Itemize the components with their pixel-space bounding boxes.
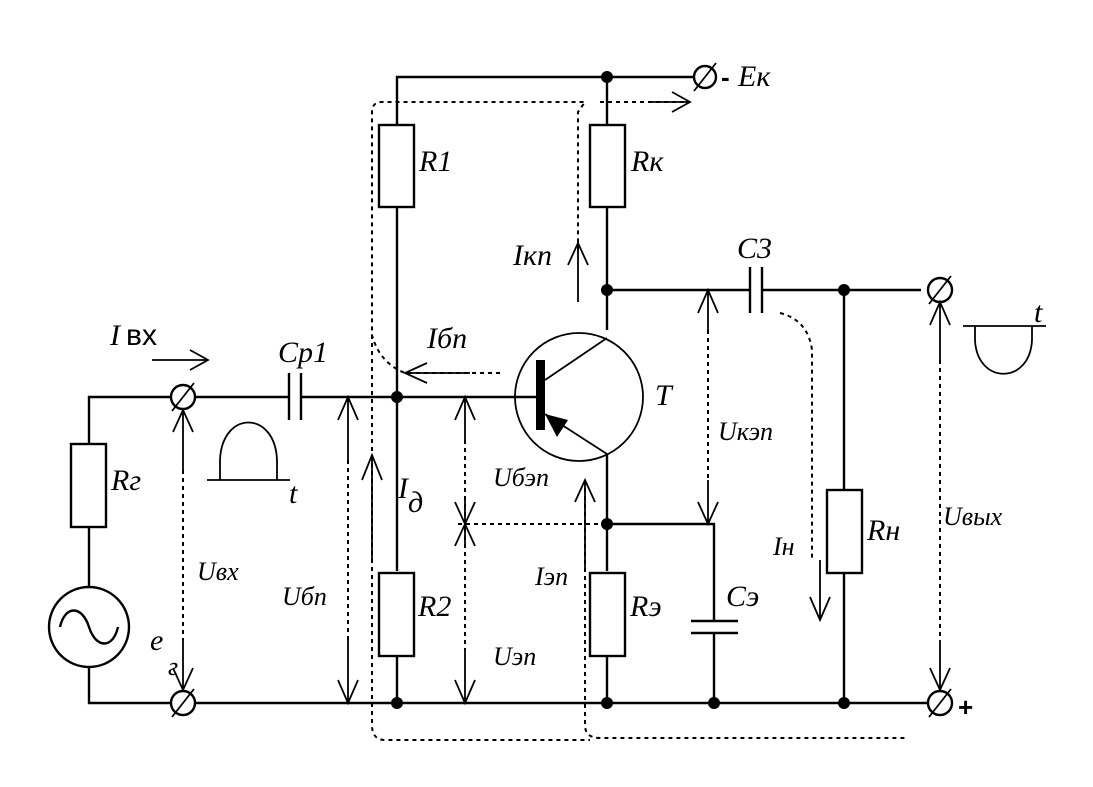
- terminal-supply[interactable]: [692, 62, 718, 92]
- sine-icon: [58, 609, 120, 645]
- label-i-in-sub: вх: [126, 319, 157, 352]
- arrow-supply: [650, 91, 692, 113]
- label-r1: R1: [418, 145, 452, 178]
- label-ce: Cэ: [726, 580, 759, 613]
- label-i-n: Iн: [772, 532, 795, 561]
- label-supply: Eк: [737, 60, 771, 93]
- resistor-r2: [377, 571, 416, 658]
- wires: [87, 75, 927, 705]
- arrow-u-bp: [337, 640, 359, 706]
- label-u-bp: Uбп: [282, 582, 327, 611]
- loop-emitter-bottom: [584, 480, 905, 739]
- emitter-arrow-icon: [545, 414, 568, 437]
- arrow-i-d: [361, 452, 383, 560]
- label-u-bep: Uбэп: [493, 463, 549, 492]
- label-u-in: Uвх: [197, 557, 239, 586]
- input-wire: [87, 395, 540, 444]
- dotted-paths: [182, 101, 941, 741]
- label-i-ep: Iэп: [534, 562, 568, 591]
- resistor-rg: [69, 442, 108, 529]
- arrow-i-in: [152, 349, 210, 371]
- label-i-d-main: I: [397, 472, 410, 505]
- label-i-d-sub: д: [408, 486, 423, 519]
- loop-base-collector: [371, 101, 587, 374]
- label-rg: Rг: [110, 464, 141, 497]
- capacitor-ce: [691, 619, 738, 635]
- resistor-rn: [825, 488, 864, 575]
- resistor-r1: [377, 123, 416, 209]
- loop-load: [779, 312, 813, 560]
- label-c3: C3: [737, 232, 772, 265]
- label-transistor: T: [655, 379, 674, 412]
- capacitor-cp1: [287, 373, 303, 420]
- label-re: Rэ: [629, 590, 662, 623]
- arrow-i-kp: [567, 240, 589, 302]
- supply-rail: [395, 75, 694, 125]
- supply-sign: -: [721, 62, 730, 92]
- terminal-output-bottom[interactable]: [926, 688, 954, 718]
- label-i-bp: Iбп: [426, 322, 467, 355]
- label-u-out: Uвых: [943, 502, 1003, 531]
- arrow-i-n: [809, 560, 831, 623]
- arrow-i-bp: [402, 362, 470, 384]
- arrow-u-in: [172, 640, 194, 693]
- resistor-rk: [588, 123, 627, 209]
- label-rk: Rк: [630, 145, 664, 178]
- arrow-u-kep: [697, 480, 719, 527]
- label-u-kep: Uкэп: [718, 417, 773, 446]
- resistor-re: [588, 571, 627, 658]
- bypass-wire: [607, 522, 716, 703]
- arrow-u-ep: [454, 650, 476, 706]
- loop-left-bottom: [371, 335, 590, 741]
- output-waveform: [963, 325, 1046, 375]
- label-source-e: e: [150, 624, 163, 657]
- capacitor-c3: [748, 267, 764, 313]
- transistor-t: [514, 332, 644, 462]
- input-waveform: [207, 421, 290, 481]
- junctions: [391, 71, 850, 709]
- source-wire: [87, 527, 170, 705]
- terminal-input-bottom[interactable]: [169, 688, 197, 718]
- terminal-input-top[interactable]: [169, 382, 197, 412]
- collector-lead: [544, 337, 608, 381]
- label-cp1: Cp1: [278, 336, 328, 369]
- ground-sign: +: [958, 692, 973, 722]
- base-bar: [536, 360, 545, 430]
- arrow-i-ep: [574, 477, 596, 570]
- label-i-kp: Iкп: [512, 239, 552, 272]
- label-r2: R2: [417, 590, 451, 623]
- arrow-u-out: [929, 640, 951, 693]
- label-source-sub: г: [168, 652, 178, 681]
- arrow-u-bep: [454, 500, 476, 527]
- label-input-waveform-t: t: [289, 477, 298, 510]
- label-u-ep: Uэп: [493, 642, 536, 671]
- ac-source: [47, 585, 131, 669]
- label-rn: Rн: [866, 514, 900, 547]
- arrows: [152, 91, 951, 706]
- label-i-in-main: I: [109, 319, 122, 352]
- label-output-waveform-t: t: [1034, 296, 1043, 329]
